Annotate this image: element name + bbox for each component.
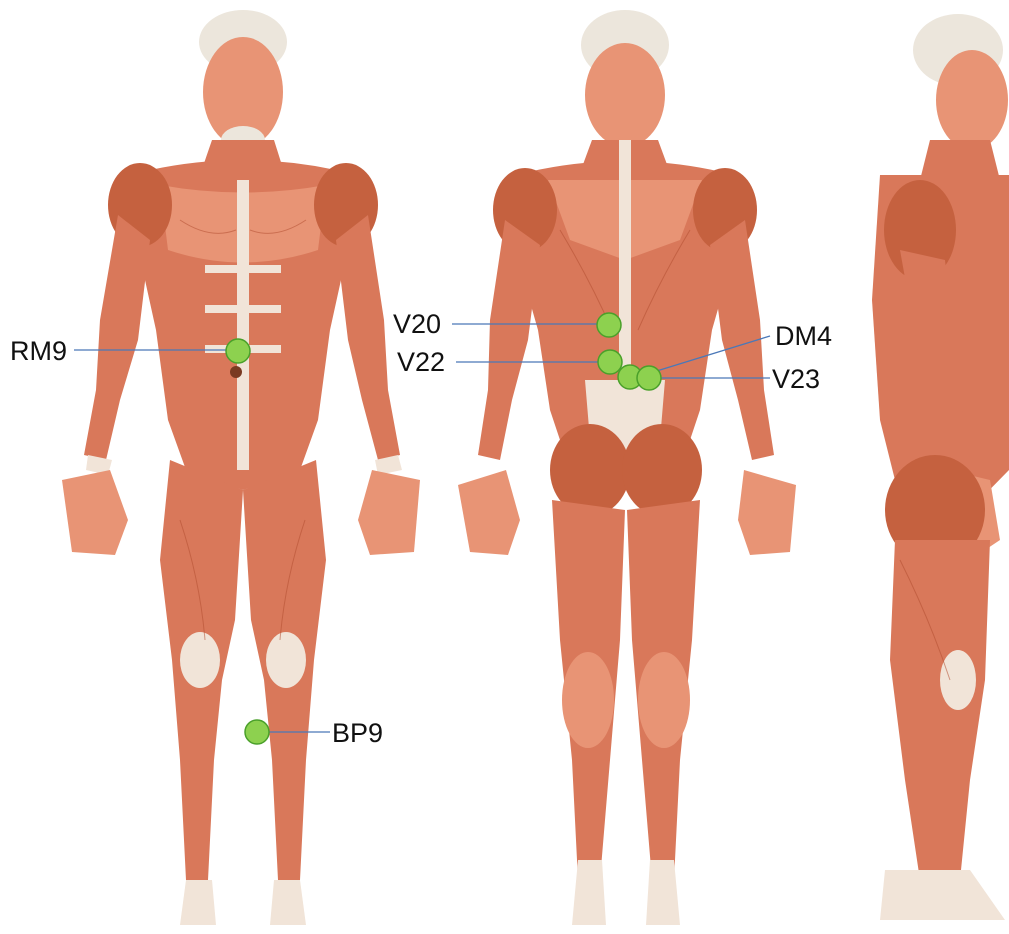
bp9-label: BP9 (332, 718, 383, 748)
v23-point (637, 366, 661, 390)
v23-label: V23 (772, 364, 820, 394)
back-view-figure (458, 10, 796, 925)
v22-label: V22 (397, 347, 445, 377)
v20-label: V20 (393, 309, 441, 339)
front-view-figure (62, 10, 420, 925)
bp9-point (245, 720, 269, 744)
acupoint-labels: RM9 BP9 V20 V22 V23 DM4 (10, 309, 832, 748)
v20-point (597, 313, 621, 337)
rm9-label: RM9 (10, 336, 67, 366)
dm4-label: DM4 (775, 321, 832, 351)
v22-point (598, 350, 622, 374)
rm9-point (226, 339, 250, 363)
side-view-figure (872, 14, 1009, 920)
